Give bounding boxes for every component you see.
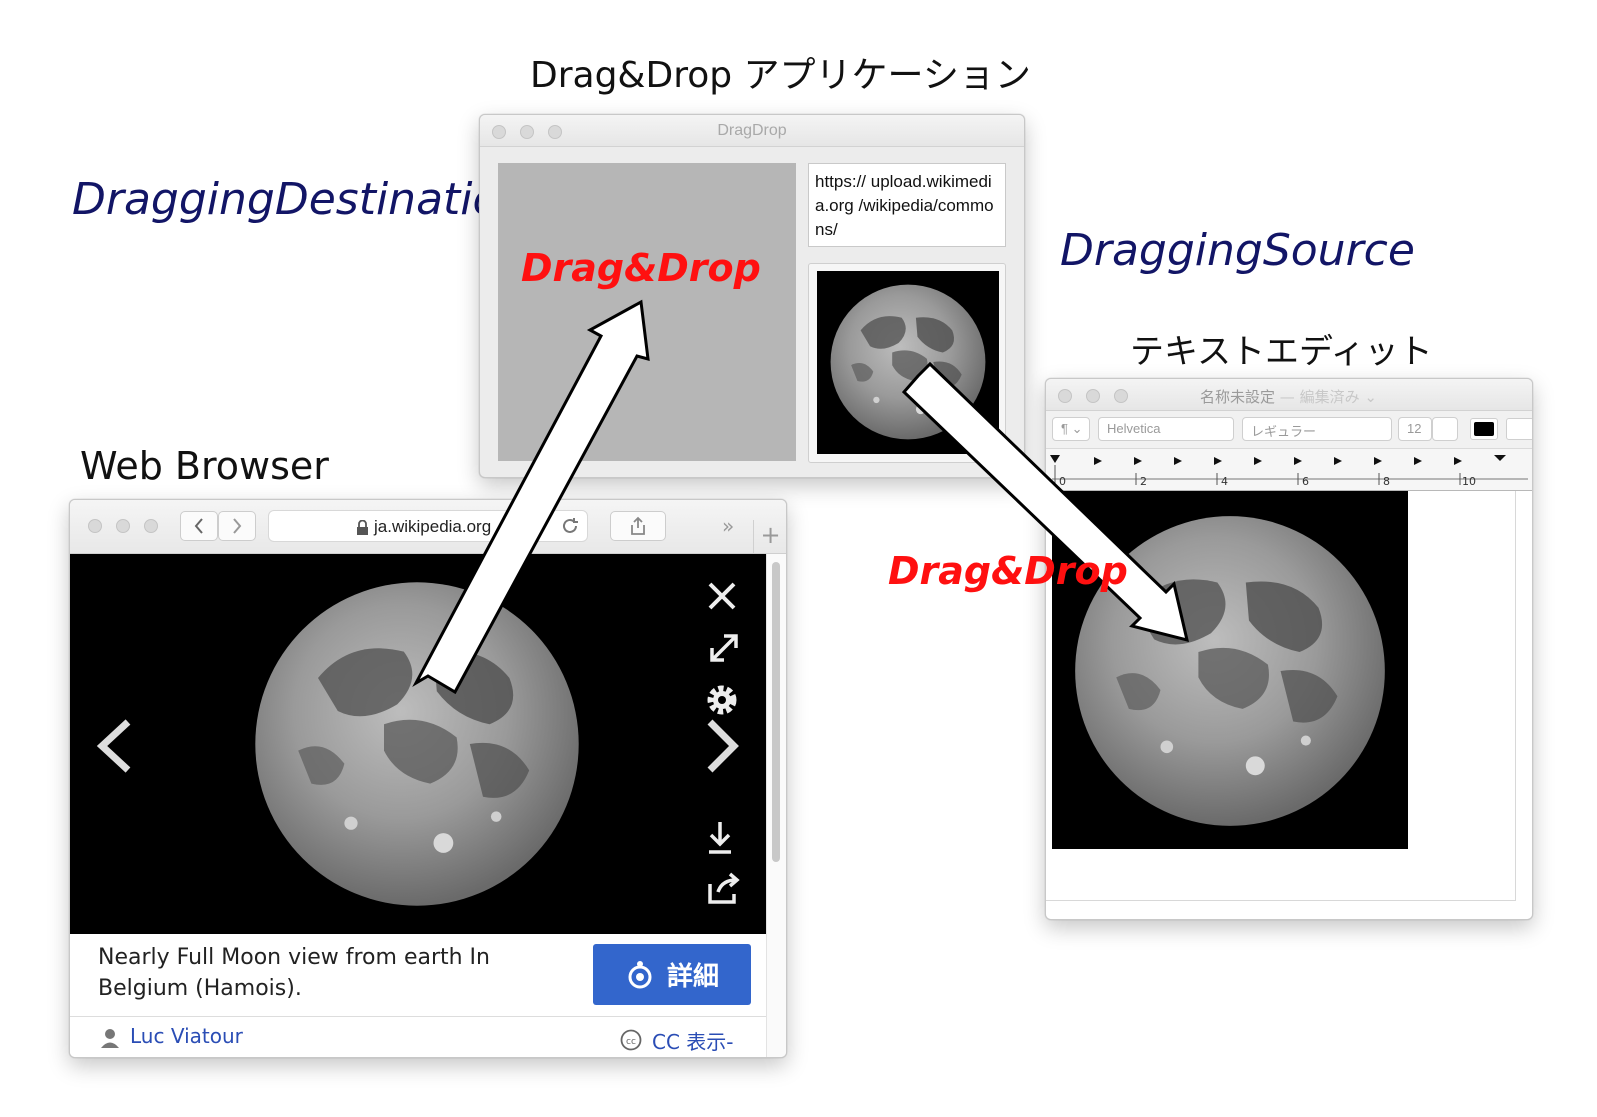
font-size-menu[interactable]: [1432, 417, 1458, 441]
background-color-well[interactable]: [1506, 418, 1532, 440]
minimize-button[interactable]: [1086, 389, 1100, 403]
font-family-popup[interactable]: Helvetica: [1098, 417, 1234, 441]
zoom-button[interactable]: [1114, 389, 1128, 403]
minimize-button[interactable]: [116, 519, 130, 533]
attribution-bar: Luc Viatour cc CC 表示-: [70, 1016, 766, 1057]
author-link[interactable]: Luc Viatour: [130, 1024, 243, 1048]
overflow-button[interactable]: »: [722, 514, 735, 538]
ruler-label: 6: [1302, 475, 1309, 488]
wikimedia-icon: [628, 960, 652, 988]
share-button[interactable]: [610, 511, 666, 541]
font-size-field[interactable]: 12: [1398, 417, 1432, 441]
textedit-caption: テキストエディット: [1130, 332, 1433, 372]
svg-text:cc: cc: [626, 1037, 636, 1047]
chevron-left-icon: [194, 518, 203, 534]
forward-button[interactable]: [218, 511, 256, 541]
details-button-label: 詳細: [666, 962, 719, 992]
scrollbar-thumb[interactable]: [772, 562, 780, 862]
chevron-right-icon: [233, 518, 242, 534]
paragraph-style-popup[interactable]: ¶ ⌄: [1052, 417, 1090, 441]
next-arrow-icon[interactable]: [707, 719, 739, 773]
share-icon[interactable]: [708, 872, 740, 904]
image-well[interactable]: [808, 263, 1006, 463]
share-icon: [631, 516, 645, 535]
back-button[interactable]: [180, 511, 218, 541]
license-link[interactable]: CC 表示-: [652, 1030, 734, 1054]
ruler-label: 0: [1059, 475, 1066, 488]
text-color-well[interactable]: [1470, 418, 1498, 440]
browser-window: ja.wikipedia.org » + Nearly Full Moon vi…: [69, 499, 787, 1058]
textedit-titlebar: 名称未設定 — 編集済み ⌄: [1046, 379, 1532, 411]
dragging-destination-label: DraggingDestination: [72, 174, 528, 225]
expand-icon[interactable]: [710, 634, 738, 662]
close-icon[interactable]: [708, 582, 736, 610]
drag-arrow-down: [901, 361, 1190, 643]
dragdrop-window: DragDrop https:// upload.wikimedia.org /…: [479, 114, 1025, 478]
prev-arrow-icon[interactable]: [96, 719, 131, 773]
browser-caption: Web Browser: [80, 444, 329, 488]
zoom-button[interactable]: [144, 519, 158, 533]
close-button[interactable]: [1058, 389, 1072, 403]
details-button[interactable]: 詳細: [593, 944, 751, 1005]
drag-drop-label-upper: Drag&Drop: [521, 246, 761, 290]
ruler-label: 4: [1221, 475, 1228, 488]
document-title: 名称未設定 — 編集済み ⌄: [1200, 386, 1377, 407]
close-button[interactable]: [88, 519, 102, 533]
gear-icon[interactable]: [707, 685, 737, 715]
ruler-tabs: [1050, 455, 1506, 465]
document-name: 名称未設定: [1200, 388, 1276, 406]
reload-icon[interactable]: [560, 516, 580, 536]
person-icon: [101, 1029, 119, 1048]
drop-area[interactable]: [498, 163, 796, 461]
image-caption: Nearly Full Moon view from earth In Belg…: [98, 945, 490, 1001]
app-caption: Drag&Drop アプリケーション: [530, 55, 1031, 96]
textedit-window: 名称未設定 — 編集済み ⌄ ¶ ⌄ Helvetica レギュラー 12: [1045, 378, 1533, 920]
image-caption-area: Nearly Full Moon view from earth In Belg…: [70, 934, 766, 1016]
minimize-button[interactable]: [520, 125, 534, 139]
new-tab-button[interactable]: +: [753, 520, 786, 554]
download-icon[interactable]: [709, 822, 731, 854]
lock-icon: [357, 520, 368, 535]
ruler-ticks: [1054, 465, 1461, 485]
media-viewer: [70, 554, 766, 934]
scrollbar[interactable]: [766, 554, 786, 1057]
font-style-popup[interactable]: レギュラー: [1242, 417, 1392, 441]
ruler-label: 2: [1140, 475, 1147, 488]
dragging-source-label: DraggingSource: [1060, 225, 1415, 276]
close-button[interactable]: [492, 125, 506, 139]
url-label: ja.wikipedia.org: [374, 517, 492, 536]
drag-drop-label-lower: Drag&Drop: [888, 549, 1128, 593]
ruler[interactable]: 0 2 4 6 8 10: [1046, 449, 1532, 491]
url-text-view[interactable]: https:// upload.wikimedia.org /wikipedia…: [808, 163, 1006, 247]
window-title: DragDrop: [717, 122, 787, 139]
document-status: — 編集済み ⌄: [1279, 388, 1377, 406]
cc-icon: cc: [620, 1029, 642, 1051]
format-bar: ¶ ⌄ Helvetica レギュラー 12: [1046, 411, 1532, 449]
drag-arrow-up: [412, 299, 650, 695]
browser-toolbar: ja.wikipedia.org » +: [70, 500, 786, 554]
ruler-label: 10: [1462, 475, 1476, 488]
dragdrop-titlebar: DragDrop: [480, 115, 1024, 147]
ruler-label: 8: [1383, 475, 1390, 488]
zoom-button[interactable]: [548, 125, 562, 139]
